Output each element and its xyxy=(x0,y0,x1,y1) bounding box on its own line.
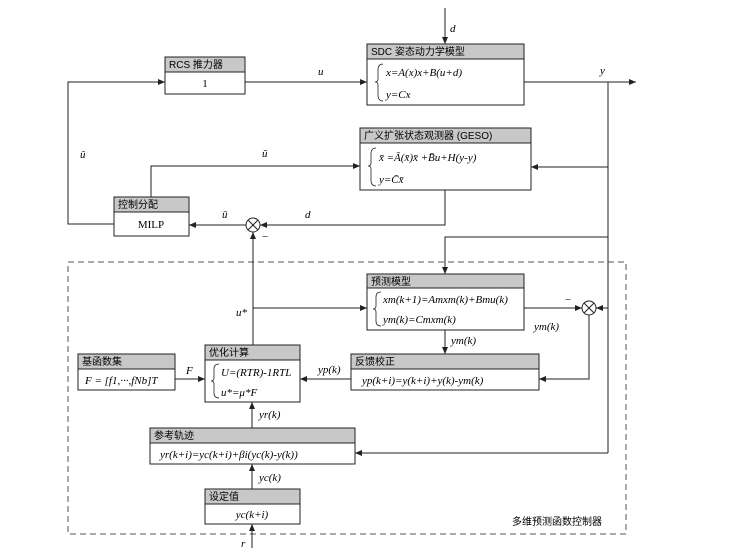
prediction-model-block: 预测模型 xm(k+1)=Amxm(k)+Bmu(k) ym(k)=Cmxm(k… xyxy=(366,273,525,331)
setpoint-title: 设定值 xyxy=(209,490,239,503)
predict-title: 预测模型 xyxy=(371,275,411,288)
sdc-eq2: y=Cx xyxy=(385,89,411,101)
basis-title: 基函数集 xyxy=(82,355,122,368)
sdc-title: SDC 姿态动力学模型 xyxy=(371,45,465,58)
label-ym-out: ym(k) xyxy=(533,321,559,333)
setpoint-body: yc(k+i) xyxy=(235,509,269,521)
label-d-mid: d xyxy=(305,209,311,221)
rcs-thruster-block: RCS 推力器 1 xyxy=(164,56,246,95)
sdc-dynamics-block: SDC 姿态动力学模型 x=A(x)x+B(u+d) y=Cx xyxy=(366,43,525,106)
basis-body: F = [f1,···,fNb]T xyxy=(84,375,158,387)
optim-eq1: U=(RTR)-1RTL xyxy=(221,367,291,379)
rcs-body: 1 xyxy=(202,78,208,90)
label-u: u xyxy=(318,66,324,78)
geso-eq1: x̄ =Ā(x̄)x̄ +B̄u+H(y-y) xyxy=(378,152,477,164)
u-tilde-line xyxy=(150,163,360,197)
label-minus-1: − xyxy=(262,231,268,243)
label-f: F xyxy=(185,365,193,377)
optimization-block: 优化计算 U=(RTR)-1RTL u*=μ*F xyxy=(204,344,301,403)
setpoint-block: 设定值 yc(k+i) xyxy=(204,488,301,525)
region-label: 多维预测函数控制器 xyxy=(512,515,602,528)
geso-title: 广义扩张状态观测器 (GESO) xyxy=(364,129,492,142)
reference-trajectory-block: 参考轨迹 yr(k+i)=yc(k+i)+βi(yc(k)-y(k)) xyxy=(149,427,356,465)
optim-eq2: u*=μ*F xyxy=(221,387,257,399)
optim-title: 优化计算 xyxy=(209,346,249,359)
geso-eq2: y=C̄x̄ xyxy=(378,174,404,186)
label-u-bar: ū xyxy=(222,209,228,221)
label-minus-2: − xyxy=(565,294,571,306)
rcs-title: RCS 推力器 xyxy=(169,58,223,71)
sum2-to-feedback-line xyxy=(539,315,590,382)
label-r: r xyxy=(241,538,246,550)
summing-junction-1 xyxy=(245,217,261,233)
reference-title: 参考轨迹 xyxy=(154,429,194,442)
reference-body: yr(k+i)=yc(k+i)+βi(yc(k)-y(k)) xyxy=(159,449,298,461)
controller-region xyxy=(67,261,627,535)
geso-observer-block: 广义扩张状态观测器 (GESO) x̄ =Ā(x̄)x̄ +B̄u+H(y-y)… xyxy=(359,127,532,191)
u-hat-loop-line xyxy=(67,79,165,225)
label-ym-down: ym(k) xyxy=(450,335,476,347)
summing-junction-2 xyxy=(581,300,597,316)
control-allocation-block: 控制分配 MILP xyxy=(113,196,190,237)
label-u-tilde: ũ xyxy=(262,148,268,160)
label-yc: yc(k) xyxy=(258,472,281,484)
label-d-top: d xyxy=(450,23,456,35)
label-u-star: u* xyxy=(236,307,248,319)
feedback-title: 反馈校正 xyxy=(355,355,395,368)
feedback-body: yp(k+i)=y(k+i)+y(k)-ym(k) xyxy=(361,375,484,387)
y-to-predict-line xyxy=(442,236,608,274)
label-y: y xyxy=(599,65,605,77)
basis-function-block: 基函数集 F = [f1,···,fNb]T xyxy=(77,353,176,391)
sdc-eq1: x=A(x)x+B(u+d) xyxy=(385,67,462,79)
label-yp: yp(k) xyxy=(317,364,341,376)
alloc-title: 控制分配 xyxy=(118,198,158,211)
feedback-correction-block: 反馈校正 yp(k+i)=y(k+i)+y(k)-ym(k) xyxy=(350,353,540,391)
label-yr: yr(k) xyxy=(258,409,281,421)
predict-eq1: xm(k+1)=Amxm(k)+Bmu(k) xyxy=(382,294,508,306)
d-estimate-line xyxy=(260,190,446,228)
label-u-hat: û xyxy=(80,149,86,161)
alloc-body: MILP xyxy=(138,219,164,231)
predict-eq2: ym(k)=Cmxm(k) xyxy=(382,314,456,326)
